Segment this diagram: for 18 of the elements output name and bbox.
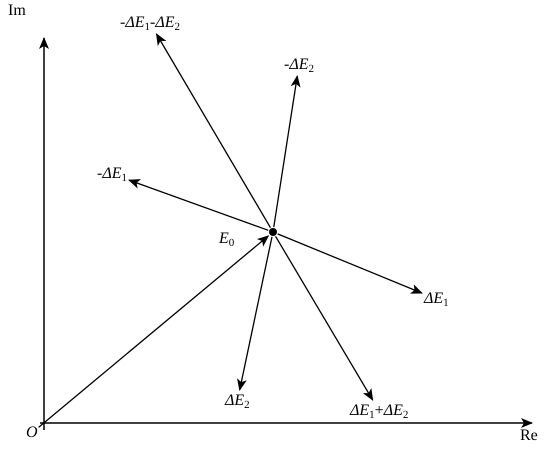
vector-label: O	[26, 424, 38, 442]
vector-label: -ΔE$_{2}$	[284, 56, 314, 74]
vector-label: -ΔE$_{1}$	[97, 165, 127, 183]
point-dot	[269, 228, 277, 236]
arrow	[273, 75, 301, 228]
axis-label: Im	[8, 2, 26, 20]
axis-label: Re	[520, 427, 538, 445]
edge-label: E$_{0}$	[218, 230, 236, 248]
arrow	[275, 236, 374, 401]
vector-label: ΔE$_{2}$	[225, 392, 250, 410]
arrow	[156, 33, 272, 228]
arrow	[128, 179, 269, 231]
vector-label: ΔE$_{1}$+ΔE$_{2}$	[350, 402, 408, 420]
arrow	[277, 233, 423, 294]
arrow	[38, 235, 270, 428]
arrow	[237, 236, 273, 391]
vector-label: ΔE$_{1}$	[424, 290, 449, 308]
vector-label: -ΔE$_{1}$-ΔE$_{2}$	[120, 14, 180, 32]
